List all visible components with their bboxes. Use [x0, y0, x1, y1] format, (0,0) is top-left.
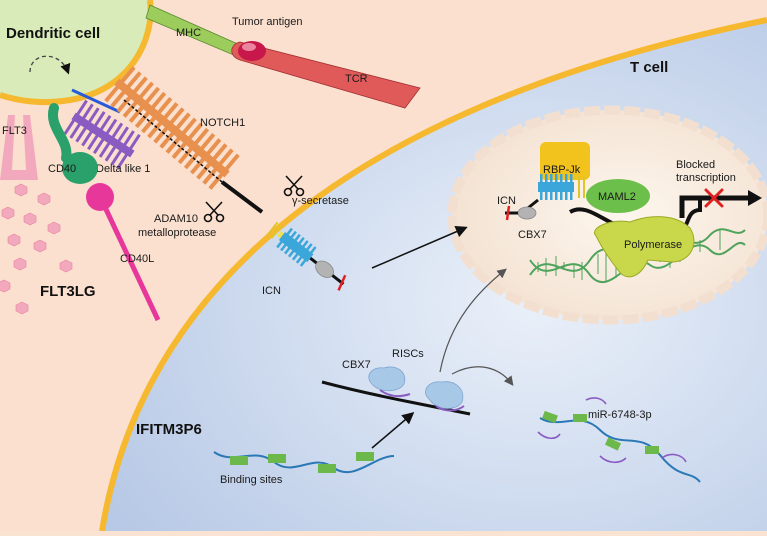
mir-rna-strand — [539, 417, 701, 483]
gamma-secretase-scissors-icon — [283, 175, 305, 197]
flt3lg-hexagon — [14, 183, 28, 197]
transcription-arrow — [679, 195, 750, 218]
riscs-to-nucleus-arrow — [439, 268, 507, 373]
sponge-arrow — [371, 412, 415, 449]
delta-like-1-label: Delta like 1 — [96, 163, 150, 175]
maml2-protein — [586, 179, 650, 213]
ifitm3p6-binding-sites — [230, 452, 374, 473]
gamma-secretase-label: γ-secretase — [292, 195, 349, 207]
polymerase-enzyme — [593, 216, 695, 278]
mir-strand — [537, 431, 561, 440]
mhc-label: MHC — [176, 27, 201, 39]
binding-site — [230, 456, 248, 465]
binding-site — [573, 414, 587, 422]
icn-membrane-label: ICN — [262, 285, 281, 297]
t-cell-membrane — [99, 17, 767, 532]
riscs-label: RISCs — [392, 348, 424, 360]
rbp-jk-protein — [540, 142, 590, 180]
mir-strand — [585, 397, 607, 405]
risc-complex-2 — [425, 381, 465, 412]
binding-site — [268, 454, 286, 463]
cbx7-cytoplasm-label: CBX7 — [342, 359, 371, 371]
icn-translocation-arrow — [371, 226, 468, 269]
mir-strand — [599, 455, 627, 464]
icn-membrane-domain — [266, 221, 347, 291]
rbp-jk-label: RBP-Jk — [543, 164, 581, 176]
delta-like-1-stem — [71, 88, 121, 114]
tcr-label: TCR — [345, 73, 368, 85]
icn-nucleus-label: ICN — [497, 195, 516, 207]
flt3lg-hexagon — [47, 221, 61, 235]
blocked-label-2: transcription — [676, 172, 736, 184]
flt3lg-hexagon — [0, 279, 11, 293]
transcription-arrow-head — [748, 190, 762, 206]
flt3lg-hexagon — [59, 259, 73, 273]
cd40-receptor — [62, 152, 98, 184]
maml2-label: MAML2 — [598, 191, 636, 203]
mir-strand — [661, 453, 687, 463]
binding-sites-label: Binding sites — [220, 474, 283, 486]
binding-site — [356, 452, 374, 461]
ifitm3p6-label: IFITM3P6 — [136, 421, 202, 438]
adam10-label: ADAM10 — [154, 213, 198, 225]
flt3-receptor-notch — [12, 115, 26, 170]
adam10-label-2: metalloprotease — [138, 227, 216, 239]
binding-site — [318, 464, 336, 473]
tcr-receptor — [231, 41, 421, 109]
delta-like-1-ligand — [63, 99, 141, 170]
notch1-receptor — [104, 66, 240, 190]
tumor-antigen-highlight — [242, 43, 256, 51]
binding-site — [604, 437, 622, 451]
dendritic-cell-label: Dendritic cell — [6, 25, 100, 42]
flt3lg-label: FLT3LG — [40, 283, 96, 300]
mir-risc-bound — [537, 397, 687, 464]
polymerase-label: Polymerase — [624, 239, 682, 251]
blocked-x-icon — [704, 188, 724, 208]
flt3-label: FLT3 — [2, 125, 27, 137]
cbx7-nucleus-label: CBX7 — [518, 229, 547, 241]
notch1-stalk — [220, 180, 264, 214]
cd40-stalk — [47, 103, 72, 163]
flt3lg-hexagon — [13, 257, 27, 271]
cd40l-head — [86, 183, 114, 211]
mir-binding-sites — [542, 410, 659, 454]
flt3lg-hexagon — [1, 206, 15, 220]
t-cell-label: T cell — [630, 59, 668, 76]
adam10-scissors-icon — [203, 201, 225, 223]
riscs-release-arrow — [451, 366, 514, 386]
dendritic-cell-membrane — [0, 0, 154, 106]
blocked-label: Blocked — [676, 159, 715, 171]
notch1-core-line — [123, 99, 223, 183]
flt3lg-hexagon — [33, 239, 47, 253]
binding-site — [645, 446, 659, 454]
flt3lg-hexagon — [23, 212, 37, 226]
nucleus — [447, 105, 767, 325]
icn-nuclear-domain — [505, 174, 585, 221]
flt3lg-hexagon — [15, 301, 29, 315]
internal-signal-arrow — [29, 55, 71, 75]
cd40l-stalk — [101, 203, 161, 322]
cd40l-label: CD40L — [120, 253, 154, 265]
notch1-label: NOTCH1 — [200, 117, 245, 129]
risc-complex-1 — [368, 366, 411, 398]
flt3lg-molecules — [0, 183, 73, 315]
flt3lg-hexagon — [7, 233, 21, 247]
mir-label: miR-6748-3p — [588, 409, 652, 421]
tumor-antigen-label: Tumor antigen — [232, 16, 303, 28]
dendritic-cell-body — [0, 0, 151, 103]
cd40-label: CD40 — [48, 163, 76, 175]
binding-site — [542, 410, 558, 424]
flt3lg-hexagon — [37, 192, 51, 206]
